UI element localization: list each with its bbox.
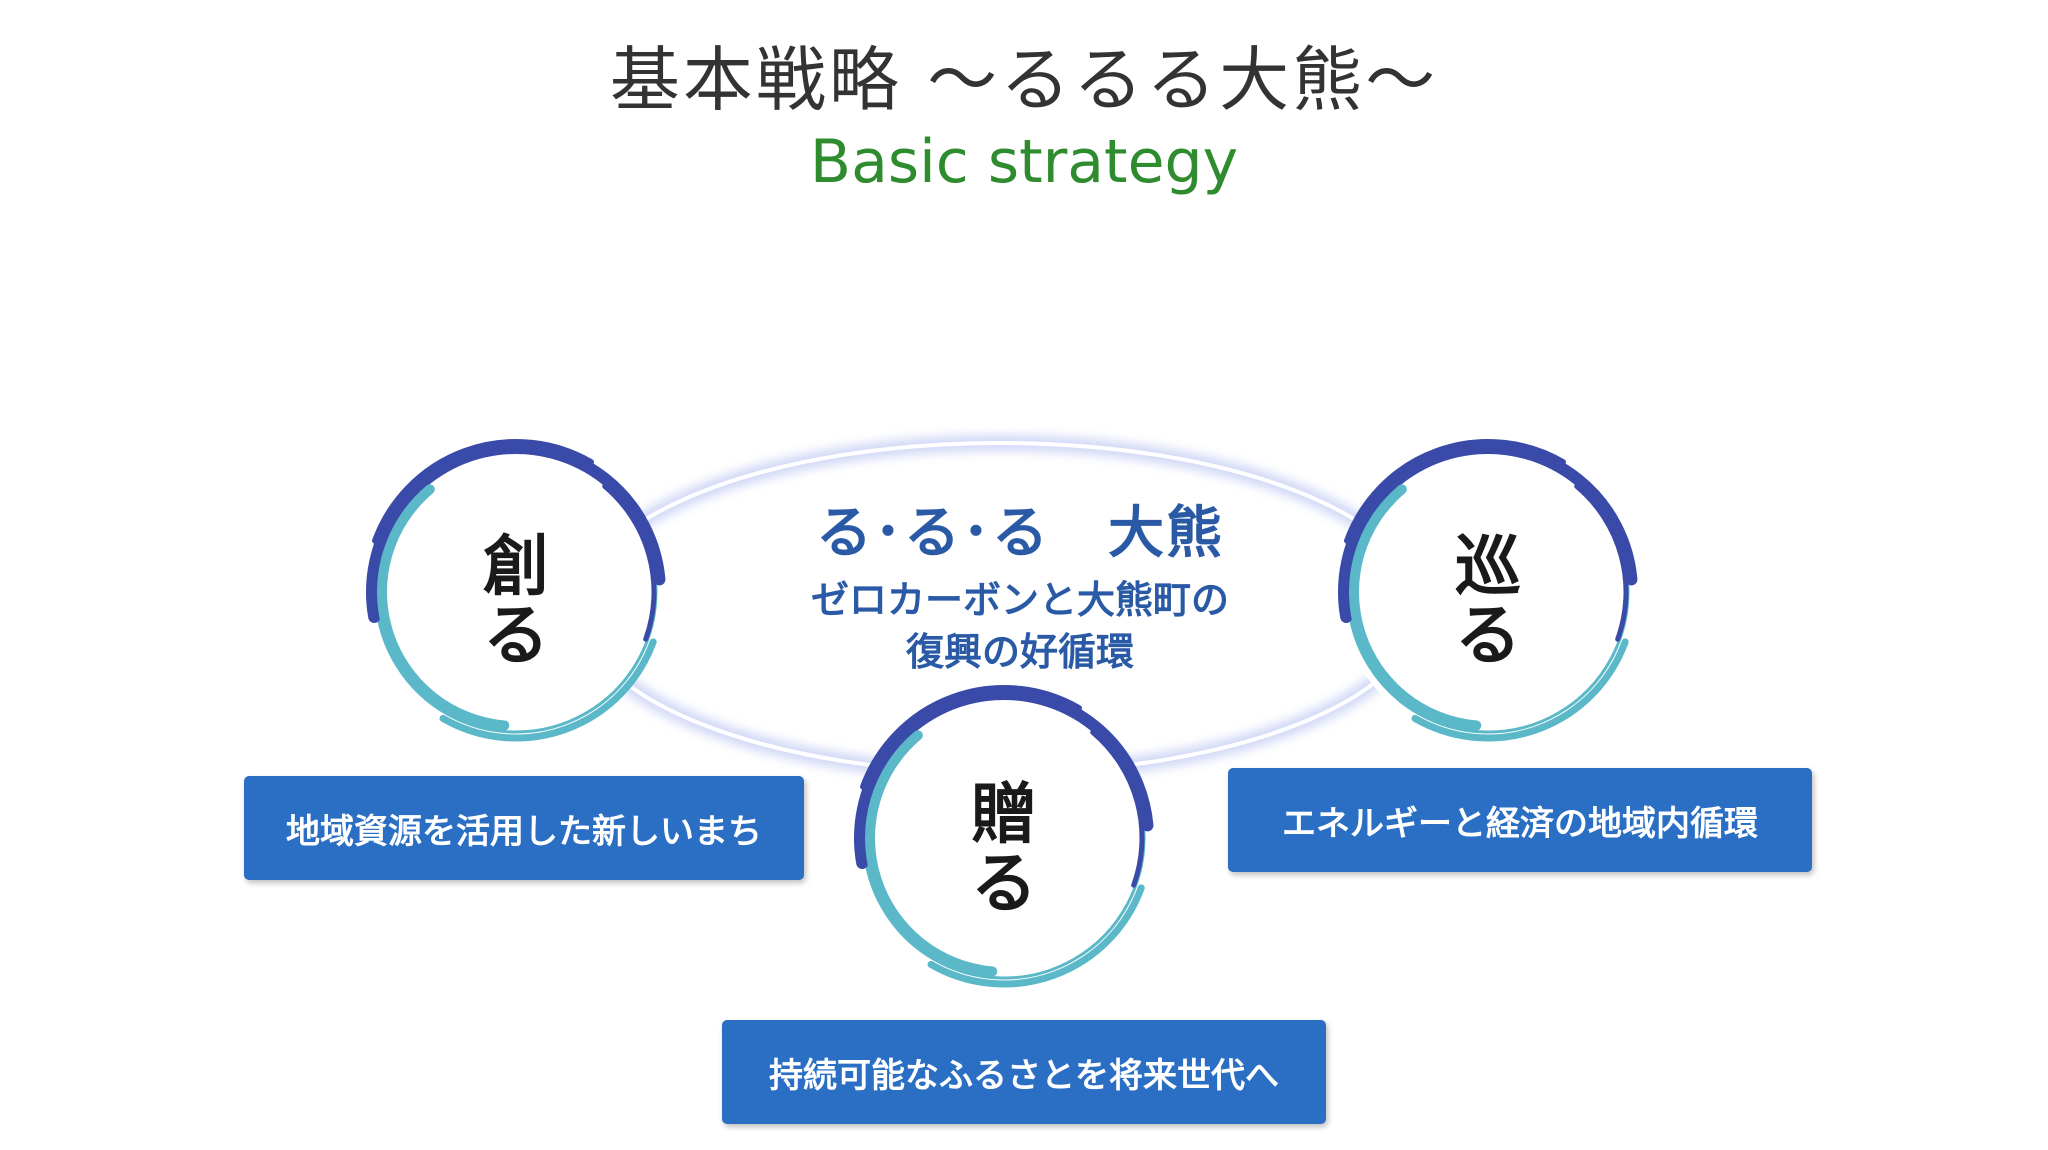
ring-teal-outer xyxy=(439,638,657,742)
pillar-circulate-label: 巡 る xyxy=(1408,532,1568,671)
ring-circulate xyxy=(1338,439,1638,742)
page-title: 基本戦略 〜るるる大熊〜 xyxy=(609,39,1439,121)
ring-navy-swoosh xyxy=(1338,442,1638,624)
pillar-circulate-description: エネルギーと経済の地域内循環 xyxy=(1228,768,1812,872)
ring-give xyxy=(854,685,1154,988)
ring-background xyxy=(368,444,664,740)
ring-navy-right xyxy=(1574,483,1629,642)
pillar-give-kanji: 贈 xyxy=(971,776,1037,853)
pillar-create-kana: る xyxy=(483,597,549,675)
ring-navy-right xyxy=(602,483,657,642)
center-description-line2: 復興の好循環 xyxy=(905,630,1134,674)
pillar-give-description: 持続可能なふるさとを将来世代へ xyxy=(722,1020,1326,1124)
pillar-create-label: 創 る xyxy=(436,532,596,671)
ring-background xyxy=(1340,444,1636,740)
ring-navy-outer xyxy=(1344,439,1566,544)
pillar-give-kana: る xyxy=(971,845,1037,923)
pillar-circulate-kana: る xyxy=(1455,597,1521,675)
ring-teal-swoosh xyxy=(377,484,510,731)
ring-navy-outer xyxy=(860,685,1082,790)
center-description-line1: ゼロカーボンと大熊町の xyxy=(810,578,1229,622)
ring-create xyxy=(366,439,666,742)
pillar-create-kanji: 創 xyxy=(483,528,549,605)
ring-teal-swoosh xyxy=(865,730,998,977)
ring-navy-swoosh xyxy=(366,442,666,624)
ring-teal-swoosh xyxy=(1349,484,1482,731)
center-heading: る･る･る 大熊 xyxy=(816,501,1224,566)
pillar-give-label: 贈 る xyxy=(924,780,1084,919)
ring-teal-outer xyxy=(927,884,1145,988)
ring-navy-right xyxy=(1090,729,1145,888)
ring-navy-outer xyxy=(372,439,594,544)
ring-teal-outer xyxy=(1411,638,1629,742)
pillar-create-description: 地域資源を活用した新しいまち xyxy=(244,776,804,880)
page-subtitle: Basic strategy xyxy=(809,127,1239,197)
ring-background xyxy=(856,690,1152,986)
ring-navy-swoosh xyxy=(854,688,1154,870)
pillar-circulate-kanji: 巡 xyxy=(1455,528,1521,605)
